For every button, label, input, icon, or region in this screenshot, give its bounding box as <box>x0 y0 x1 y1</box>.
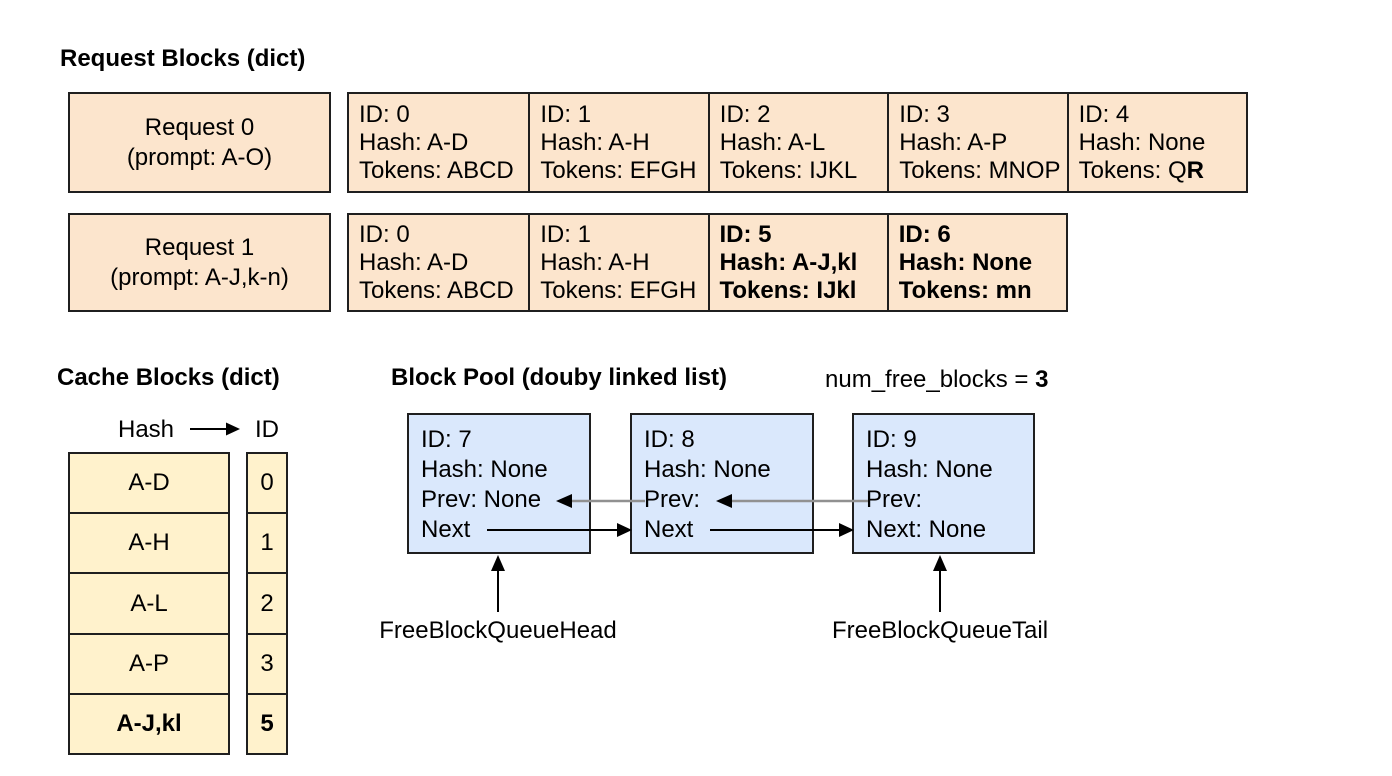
request-0-prompt: (prompt: A-O) <box>126 143 273 171</box>
request-0-block-3: ID: 3 Hash: A-P Tokens: MNOP <box>887 94 1067 191</box>
request-1-box: Request 1 (prompt: A-J,k-n) <box>68 213 331 312</box>
cache-hash-row-2: A-L <box>70 572 228 632</box>
request-blocks-title: Request Blocks (dict) <box>60 45 306 72</box>
request-1-name: Request 1 <box>144 233 255 261</box>
cache-hash-row-1: A-H <box>70 512 228 572</box>
pool-block-7: ID: 7 Hash: None Prev: None Next <box>407 413 591 554</box>
num-free-blocks-label: num_free_blocks = 3 <box>825 366 1049 393</box>
cache-hash-header: Hash <box>118 416 175 443</box>
request-0-block-4: ID: 4 Hash: None Tokens: QR <box>1066 94 1246 191</box>
cache-hash-row-3: A-P <box>70 632 228 693</box>
request-0-box: Request 0 (prompt: A-O) <box>68 92 331 193</box>
num-free-blocks-value: 3 <box>1035 366 1049 393</box>
request-0-block-1: ID: 1 Hash: A-H Tokens: EFGH <box>528 94 708 191</box>
cache-id-row-3: 3 <box>248 632 286 693</box>
request-1-block-1: ID: 1 Hash: A-H Tokens: EFGH <box>528 215 708 310</box>
block-pool-title: Block Pool (douby linked list) <box>391 364 728 391</box>
request-1-block-3: ID: 6 Hash: None Tokens: mn <box>886 215 1066 310</box>
cache-id-row-2: 2 <box>248 572 286 632</box>
cache-id-row-4: 5 <box>248 692 286 753</box>
cache-hash-row-0: A-D <box>128 469 170 497</box>
request-1-block-0: ID: 0 Hash: A-D Tokens: ABCD <box>349 215 529 310</box>
pool-block-8: ID: 8 Hash: None Prev: Next <box>630 413 814 554</box>
cache-hash-row-4: A-J,kl <box>70 692 228 753</box>
cache-hash-column: A-D A-H A-L A-P A-J,kl <box>68 452 230 755</box>
hash-to-id-arrow <box>190 422 240 436</box>
request-1-prompt: (prompt: A-J,k-n) <box>110 263 289 291</box>
request-0-block-strip: ID: 0 Hash: A-D Tokens: ABCD ID: 1 Hash:… <box>347 92 1248 193</box>
free-block-queue-tail-label: FreeBlockQueueTail <box>831 617 1049 644</box>
new-token-bold: R <box>1186 156 1204 184</box>
cache-id-header: ID <box>255 416 279 443</box>
cache-id-row-1: 1 <box>248 512 286 572</box>
cache-id-row-0: 0 <box>260 469 274 497</box>
queue-head-arrow <box>491 555 505 612</box>
cache-id-column: 0 1 2 3 5 <box>246 452 288 755</box>
request-0-name: Request 0 <box>144 113 255 141</box>
request-0-block-2: ID: 2 Hash: A-L Tokens: IJKL <box>707 94 888 191</box>
free-block-queue-head-label: FreeBlockQueueHead <box>379 617 617 644</box>
cache-blocks-title: Cache Blocks (dict) <box>57 364 280 391</box>
request-1-block-2: ID: 5 Hash: A-J,kl Tokens: IJkl <box>707 215 887 310</box>
request-1-block-strip: ID: 0 Hash: A-D Tokens: ABCD ID: 1 Hash:… <box>347 213 1068 312</box>
pool-block-9: ID: 9 Hash: None Prev: Next: None <box>852 413 1035 554</box>
request-0-block-0: ID: 0 Hash: A-D Tokens: ABCD <box>349 94 529 191</box>
queue-tail-arrow <box>933 555 947 612</box>
